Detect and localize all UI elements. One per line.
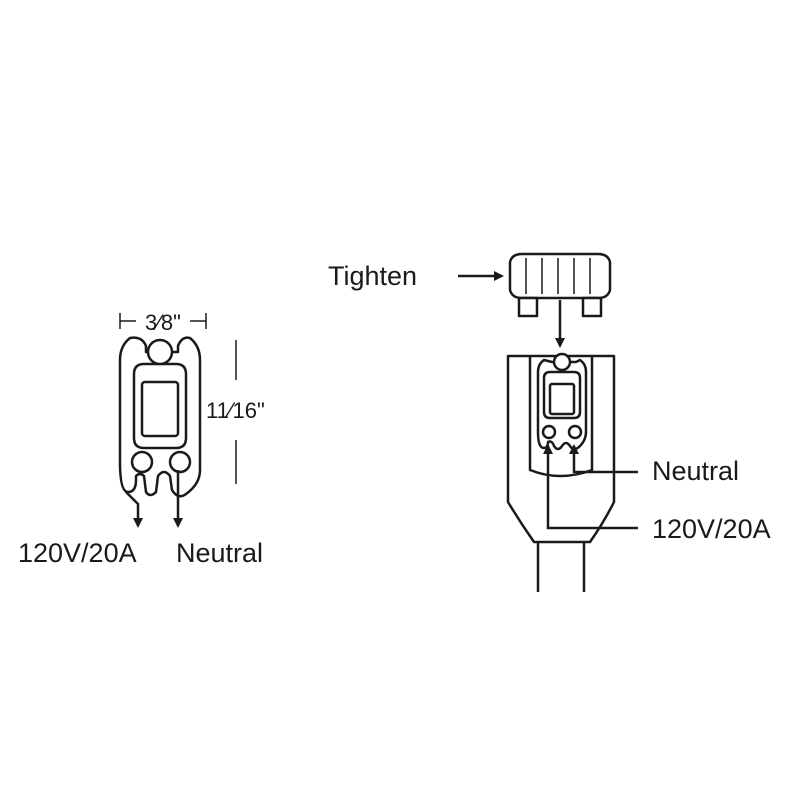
width-dimension-label: 3⁄8" [145,310,181,335]
tighten-label: Tighten [328,261,417,291]
right-socket-diagram [506,252,616,592]
neutral-wire-hole [168,450,192,474]
height-dimension-label: 11⁄16" [206,398,265,423]
terminal-inner-frame [132,362,188,450]
right-neutral-label: Neutral [652,456,739,486]
inner-top-screw [552,352,572,372]
left-neutral-label: Neutral [176,538,263,568]
inner-terminal-frame [542,370,582,420]
power-cord [536,542,586,592]
left-terminal-diagram [118,313,237,498]
hot-wire-hole [130,450,154,474]
cap-left-tab [517,296,539,318]
width-dimension-line [119,313,207,329]
tighten-cap [508,252,612,318]
right-hot-label: 120V/20A [652,514,771,544]
inner-hot-wire-hole [541,424,557,440]
hot-wire-arrow [125,491,143,528]
left-wire-arrows [125,470,183,528]
terminal-window [140,380,180,438]
inner-neutral-wire-hole [567,424,583,440]
top-screw [146,338,174,366]
right-hot-arrow [543,444,638,530]
right-arrows [458,271,638,530]
cap-grip-ridges [525,258,591,294]
left-hot-label: 120V/20A [18,538,137,568]
socket-cavity [528,356,594,478]
cap-body [508,252,612,300]
right-neutral-arrow [569,444,638,474]
cap-right-tab [581,296,603,318]
inner-terminal-window [548,382,576,416]
